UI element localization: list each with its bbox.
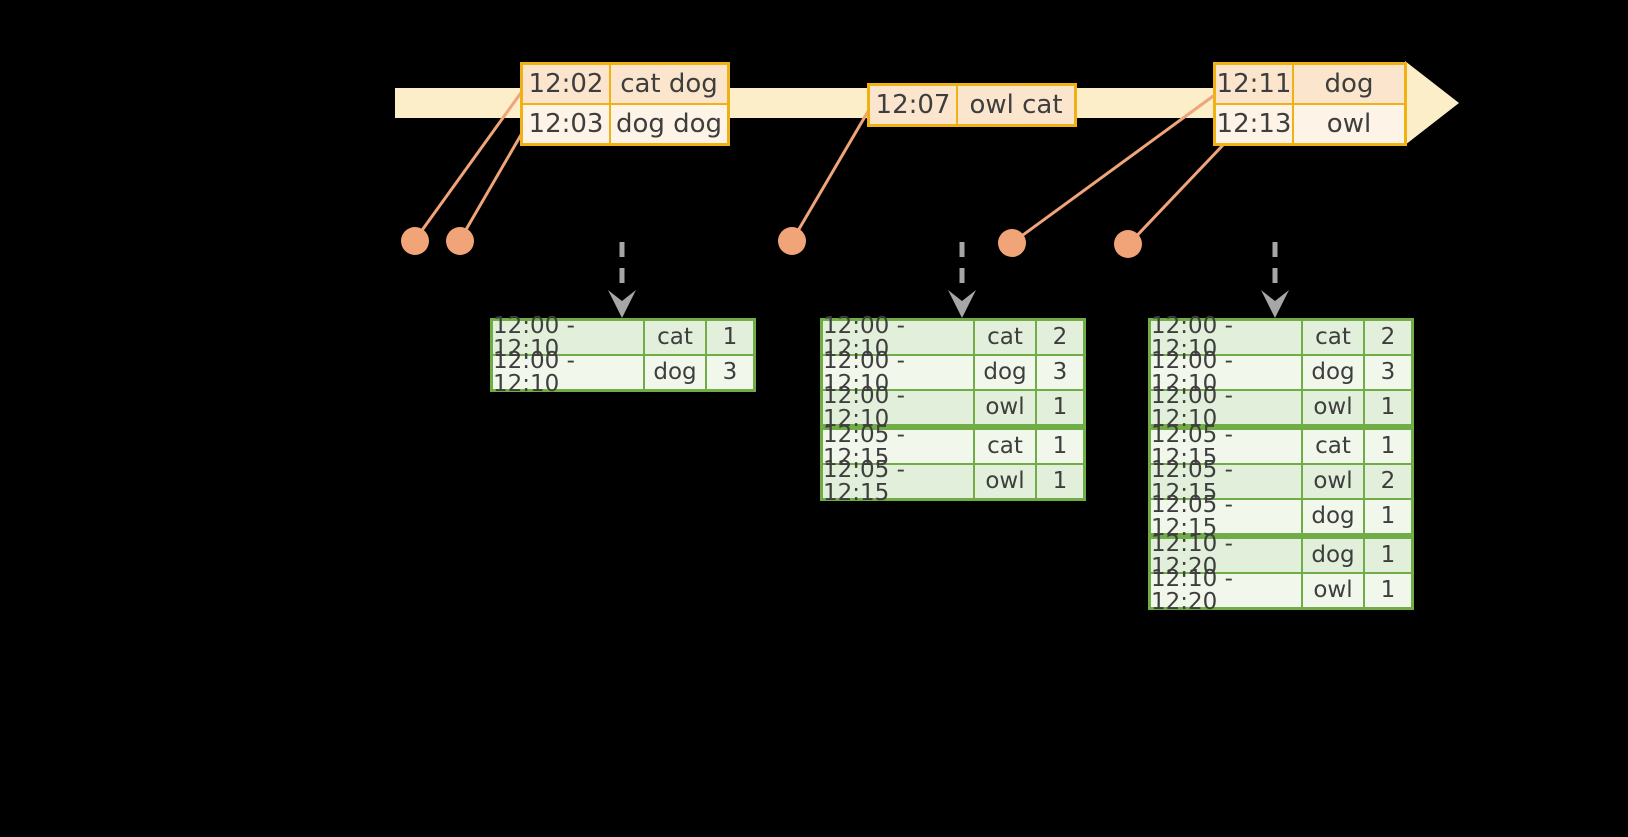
result-row: 12:05 - 12:15 dog 1	[1151, 493, 1411, 539]
event-time-cell: 12:07	[870, 86, 956, 124]
result-row: 12:00 - 12:10 dog 3	[493, 349, 753, 395]
word-cell: dog	[1303, 500, 1363, 533]
event-dot	[778, 227, 806, 255]
event-row: 12:03 dog dog	[523, 105, 727, 143]
word-cell: dog	[1303, 356, 1363, 389]
word-cell: owl	[1303, 391, 1363, 424]
word-cell: dog	[975, 356, 1035, 389]
event-table-3: 12:11 dog 12:13 owl	[1213, 62, 1407, 146]
word-cell: cat	[975, 321, 1035, 354]
event-table-1: 12:02 cat dog 12:03 dog dog	[520, 62, 730, 146]
count-cell: 1	[1365, 574, 1411, 607]
connector-lines	[413, 89, 1226, 247]
window-cell: 12:10 - 12:20	[1151, 567, 1301, 613]
window-cell: 12:05 - 12:15	[1151, 423, 1301, 469]
count-cell: 2	[1365, 465, 1411, 498]
event-time-cell: 12:02	[523, 65, 609, 103]
word-cell: dog	[1303, 539, 1363, 572]
result-row: 12:00 - 12:10 owl 1	[823, 384, 1083, 430]
window-cell: 12:00 - 12:10	[493, 349, 643, 395]
event-row: 12:11 dog	[1216, 65, 1404, 103]
event-words-cell: cat dog	[611, 65, 727, 103]
event-dot	[998, 229, 1026, 257]
connector-line	[790, 107, 872, 242]
count-cell: 1	[707, 321, 753, 354]
timeline-arrow-head-icon	[1405, 61, 1459, 145]
down-arrow-icon	[948, 290, 976, 318]
word-cell: cat	[645, 321, 705, 354]
word-cell: owl	[1303, 465, 1363, 498]
event-row: 12:07 owl cat	[870, 86, 1074, 124]
event-time-cell: 12:11	[1216, 65, 1292, 103]
connector-line	[1126, 142, 1226, 247]
word-cell: owl	[975, 465, 1035, 498]
down-arrow-icon	[608, 290, 636, 318]
word-cell: cat	[1303, 430, 1363, 463]
trigger-arrowheads	[608, 290, 1289, 318]
count-cell: 1	[1037, 465, 1083, 498]
down-arrow-icon	[1261, 290, 1289, 318]
result-row: 12:00 - 12:10 owl 1	[1151, 384, 1411, 430]
result-row: 12:05 - 12:15 cat 1	[1151, 423, 1411, 469]
window-cell: 12:05 - 12:15	[1151, 493, 1301, 539]
event-time-cell: 12:13	[1216, 105, 1292, 143]
event-dot	[401, 227, 429, 255]
event-words-cell: dog	[1294, 65, 1404, 103]
connector-line	[413, 89, 525, 241]
count-cell: 1	[1037, 391, 1083, 424]
result-row: 12:05 - 12:15 owl 1	[823, 458, 1083, 504]
word-cell: owl	[1303, 574, 1363, 607]
event-table-2: 12:07 owl cat	[867, 83, 1077, 127]
count-cell: 1	[1365, 500, 1411, 533]
count-cell: 2	[1365, 321, 1411, 354]
event-words-cell: owl	[1294, 105, 1404, 143]
word-cell: cat	[1303, 321, 1363, 354]
count-cell: 1	[1037, 430, 1083, 463]
result-table-2: 12:00 - 12:10 cat 2 12:00 - 12:10 dog 3 …	[820, 314, 1086, 504]
word-cell: cat	[975, 430, 1035, 463]
event-time-cell: 12:03	[523, 105, 609, 143]
window-cell: 12:00 - 12:10	[823, 349, 973, 395]
connector-line	[458, 127, 527, 241]
count-cell: 1	[1365, 539, 1411, 572]
result-table-1: 12:00 - 12:10 cat 1 12:00 - 12:10 dog 3	[490, 314, 756, 395]
event-words-cell: dog dog	[611, 105, 727, 143]
result-row: 12:10 - 12:20 owl 1	[1151, 567, 1411, 613]
count-cell: 3	[707, 356, 753, 389]
result-row: 12:00 - 12:10 dog 3	[823, 349, 1083, 395]
connector-line	[1011, 92, 1217, 245]
count-cell: 1	[1365, 391, 1411, 424]
window-cell: 12:05 - 12:15	[823, 458, 973, 504]
trigger-arrows	[619, 242, 1278, 294]
event-row: 12:13 owl	[1216, 105, 1404, 143]
event-dots	[401, 227, 1142, 258]
result-row: 12:05 - 12:15 owl 2	[1151, 458, 1411, 504]
count-cell: 1	[1365, 430, 1411, 463]
word-cell: dog	[645, 356, 705, 389]
window-cell: 12:10 - 12:20	[1151, 532, 1301, 578]
word-cell: owl	[975, 391, 1035, 424]
result-row: 12:10 - 12:20 dog 1	[1151, 532, 1411, 578]
event-words-cell: owl cat	[958, 86, 1074, 124]
count-cell: 3	[1037, 356, 1083, 389]
result-table-3: 12:00 - 12:10 cat 2 12:00 - 12:10 dog 3 …	[1148, 314, 1414, 613]
result-row: 12:00 - 12:10 cat 2	[1151, 314, 1411, 360]
window-cell: 12:00 - 12:10	[823, 384, 973, 430]
event-dot	[446, 227, 474, 255]
count-cell: 3	[1365, 356, 1411, 389]
event-dot	[1114, 230, 1142, 258]
count-cell: 2	[1037, 321, 1083, 354]
window-cell: 12:00 - 12:10	[1151, 384, 1301, 430]
event-row: 12:02 cat dog	[523, 65, 727, 103]
